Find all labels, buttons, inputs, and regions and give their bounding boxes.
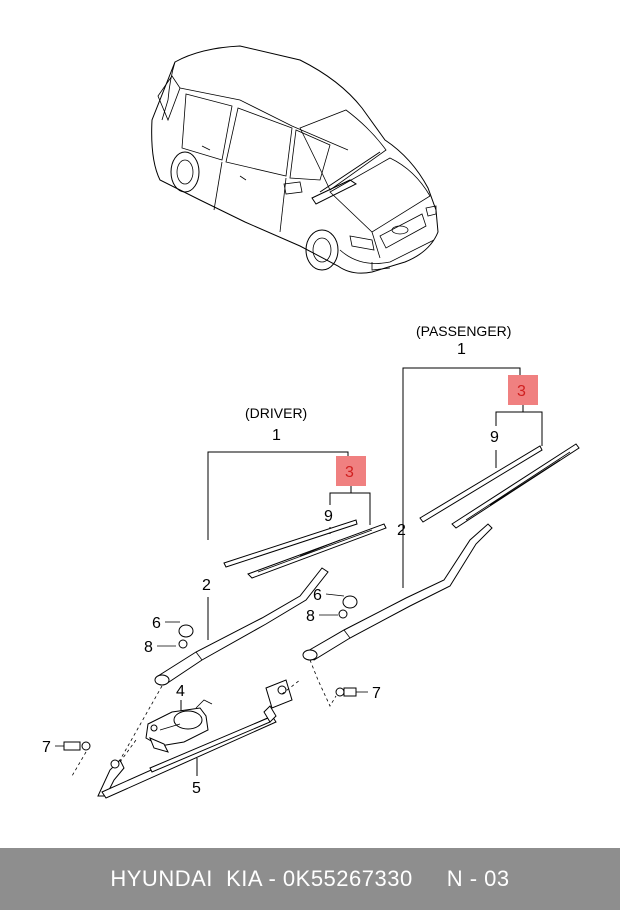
passenger-arm-nut	[338, 609, 348, 619]
minivan-illustration	[151, 45, 439, 274]
passenger-nut-number: 8	[306, 608, 315, 625]
part-number-footer: HYUNDAI KIA - 0K55267330 N - 03	[0, 848, 620, 910]
footer-brand-part-number: HYUNDAI KIA - 0K55267330	[110, 866, 413, 891]
passenger-cap-number: 6	[313, 587, 322, 604]
linkage-number: 5	[192, 780, 201, 797]
passenger-arm-cap	[342, 595, 358, 609]
driver-blade-number: 3	[345, 464, 354, 481]
right-bolt-number: 7	[372, 685, 381, 702]
motor-number: 4	[176, 683, 185, 700]
driver-arm-pivot	[154, 674, 170, 686]
passenger-group: (PASSENGER) 1 3 9 2 6 8	[302, 323, 580, 661]
right-mounting-bolt	[343, 687, 357, 697]
passenger-blade-number: 3	[517, 383, 526, 400]
passenger-assembly-number: 1	[457, 341, 466, 358]
driver-wiper-arm	[157, 567, 329, 685]
passenger-arm-pivot	[302, 649, 318, 661]
wiper-motor	[145, 699, 213, 753]
driver-assembly-number: 1	[272, 427, 281, 444]
left-mounting-bolt	[63, 741, 81, 751]
driver-blade-refill	[223, 519, 358, 568]
passenger-blade-highlight	[508, 375, 538, 405]
passenger-arm-number: 2	[397, 522, 406, 539]
driver-side-label: (DRIVER)	[245, 405, 307, 421]
driver-arm-number: 2	[202, 577, 211, 594]
motor-linkage-group: 4 5 7 7	[42, 659, 381, 799]
passenger-assembly-bracket	[402, 367, 521, 588]
passenger-blade-refill	[419, 445, 543, 523]
footer-page-code: N - 03	[446, 866, 510, 891]
driver-arm-cap	[178, 624, 194, 638]
driver-blade-highlight	[336, 456, 366, 486]
passenger-refill-number: 9	[490, 429, 499, 446]
wiper-linkage	[97, 679, 293, 799]
driver-assembly-bracket	[207, 451, 349, 540]
driver-group: (DRIVER) 1 3 9 2 6 8	[144, 405, 387, 686]
wiper-parts-diagram: (DRIVER) 1 3 9 2 6 8 (PASSENGER) 1	[42, 45, 580, 799]
driver-arm-nut	[178, 639, 188, 649]
driver-nut-number: 8	[144, 639, 153, 656]
passenger-wiper-blade	[451, 443, 580, 529]
left-bolt-number: 7	[42, 739, 51, 756]
driver-cap-number: 6	[152, 615, 161, 632]
passenger-side-label: (PASSENGER)	[416, 323, 511, 339]
driver-refill-number: 9	[324, 508, 333, 525]
